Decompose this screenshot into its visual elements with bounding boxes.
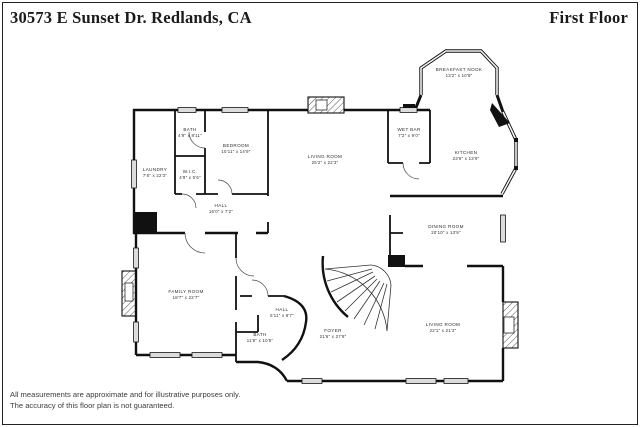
disclaimer: All measurements are approximate and for… [10,390,240,411]
staircase-icon [324,264,392,332]
room-label-bath-lower-name: BATH [253,332,266,337]
room-label-hall-upper-dims: 16'0" x 7'2" [209,209,233,214]
room-label-kitchen-name: KITCHEN [455,150,478,155]
room-label-living-lower-dims: 22'1" x 21'2" [430,328,457,333]
fireplace-icons [121,96,519,349]
room-label-wic-dims: 4'9" x 5'6" [179,175,201,180]
room-label-bath-upper-name: BATH [183,127,196,132]
room-label-bedroom-dims: 10'11" x 14'9" [221,149,250,154]
room-label-living-upper-dims: 25'2" x 22'3" [312,160,339,165]
room-label-family-name: FAMILY ROOM [168,289,203,294]
room-label-kitchen-dims: 23'6" x 13'9" [453,156,480,161]
room-label-bedroom-name: BEDROOM [223,143,249,148]
room-label-dining-dims: 20'10" x 13'9" [431,230,461,235]
room-label-bath-lower-dims: 11'6" x 10'5" [247,338,274,343]
floor-label: First Floor [549,8,628,27]
room-label-bath-upper-dims: 4'9" x 8'11" [178,133,202,138]
room-label-wic-name: W.I.C. [183,169,198,174]
room-label-wet-bar-dims: 7'2" x 9'0" [398,133,420,138]
room-label-laundry-name: LAUNDRY [143,167,167,172]
room-label-foyer-name: FOYER [324,328,342,333]
room-label-dining-name: DINING ROOM [428,224,464,229]
room-label-hall-lower-name: HALL [276,307,289,312]
window-segments [131,107,506,384]
room-label-breakfast-nook-name: BREAKFAST NOOK [436,67,483,72]
room-label-foyer-dims: 21'6" x 27'8" [320,334,347,339]
door-swing-arcs [181,131,420,297]
room-labels: BREAKFAST NOOK 13'2" x 10'8" WET BAR 7'2… [143,67,483,343]
room-label-living-upper-name: LIVING ROOM [308,154,342,159]
room-label-hall-upper-name: HALL [215,203,228,208]
room-label-living-lower-name: LIVING ROOM [426,322,460,327]
disclaimer-line-1: All measurements are approximate and for… [10,390,241,399]
room-label-laundry-dims: 7'6" x 22'3" [143,173,167,178]
title-bar: 30573 E Sunset Dr. Redlands, CA First Fl… [10,8,628,28]
room-label-wet-bar-name: WET BAR [397,127,421,132]
chimney-blocks [133,103,518,267]
curved-walls [281,255,349,361]
room-label-breakfast-nook-dims: 13'2" x 10'8" [446,73,473,78]
disclaimer-line-2: The accuracy of this floor plan is not g… [10,400,175,410]
room-label-family-dims: 18'7" x 22'7" [173,295,200,300]
exterior-walls [132,108,505,383]
kitchen-bay-windows [500,111,518,195]
interior-walls [174,110,431,362]
breakfast-nook-bay-windows [413,49,505,113]
page-title: 30573 E Sunset Dr. Redlands, CA [10,8,252,27]
room-label-hall-lower-dims: 5'11" x 8'7" [270,313,294,318]
